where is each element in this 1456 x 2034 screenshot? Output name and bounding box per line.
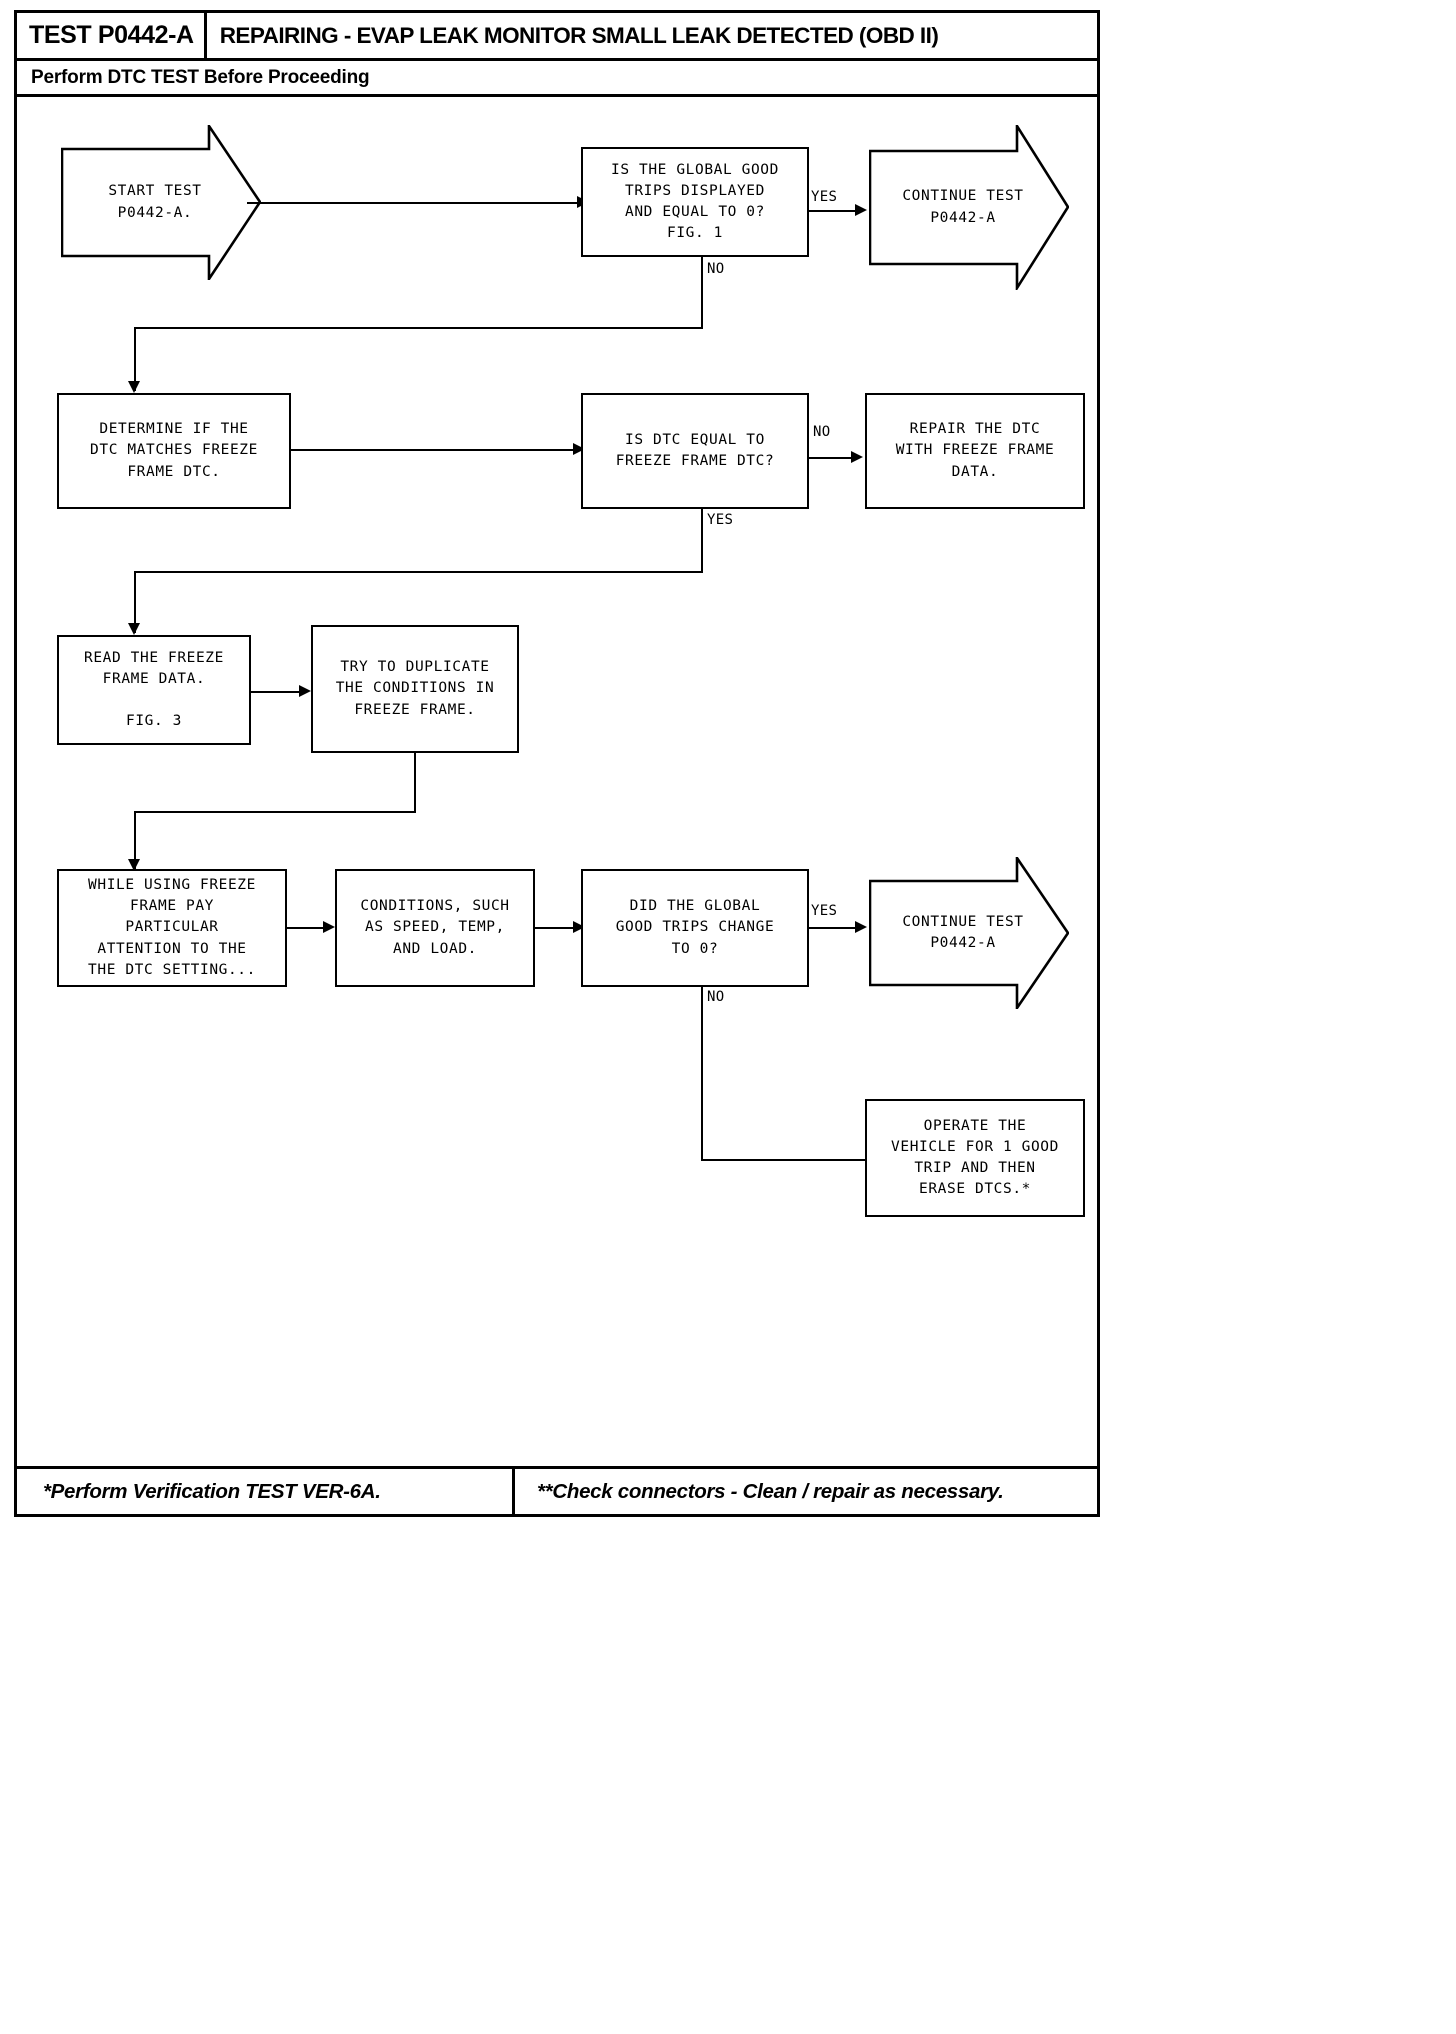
footer-left-cell: *Perform Verification TEST VER-6A. [17, 1469, 515, 1514]
footer-right-cell: **Check connectors - Clean / repair as n… [515, 1469, 1097, 1514]
footer-row: *Perform Verification TEST VER-6A. **Che… [17, 1466, 1097, 1514]
connector-duplicate-left [134, 811, 416, 813]
node-question-global-good-trips-label: IS THE GLOBAL GOOD TRIPS DISPLAYED AND E… [611, 161, 779, 242]
arrowhead-to-continue-1 [855, 204, 867, 216]
node-continue-test-2: CONTINUE TEST P0442-A [869, 857, 1069, 1009]
arrowhead-to-conditions [323, 921, 335, 933]
header-row: TEST P0442-A REPAIRING - EVAP LEAK MONIT… [17, 13, 1097, 61]
node-read-freeze-frame-label: READ THE FREEZE FRAME DATA. FIG. 3 [84, 649, 224, 730]
arrowhead-to-continue-2 [855, 921, 867, 933]
node-continue-test-1: CONTINUE TEST P0442-A [869, 125, 1069, 290]
branch-label-no-3: NO [707, 989, 725, 1005]
node-conditions-label: CONDITIONS, SUCH AS SPEED, TEMP, AND LOA… [360, 898, 510, 957]
connector-start-to-q1 [247, 202, 581, 204]
node-operate-vehicle-label: OPERATE THE VEHICLE FOR 1 GOOD TRIP AND … [891, 1117, 1059, 1198]
node-operate-vehicle: OPERATE THE VEHICLE FOR 1 GOOD TRIP AND … [865, 1099, 1085, 1217]
arrowhead-to-repair [851, 451, 863, 463]
subtitle-label: Perform DTC TEST Before Proceeding [31, 66, 370, 88]
header-title-cell: REPAIRING - EVAP LEAK MONITOR SMALL LEAK… [207, 13, 1097, 58]
connector-q1-no-left [134, 327, 703, 329]
connector-q1-no-to-determine [134, 327, 136, 391]
document-sheet: TEST P0442-A REPAIRING - EVAP LEAK MONIT… [14, 10, 1100, 1517]
branch-label-yes-3: YES [811, 903, 838, 919]
node-continue-test-1-label: CONTINUE TEST P0442-A [902, 188, 1024, 226]
node-try-duplicate: TRY TO DUPLICATE THE CONDITIONS IN FREEZ… [311, 625, 519, 753]
connector-duplicate-down [414, 753, 416, 813]
connector-read-to-duplicate [251, 691, 303, 693]
node-conditions: CONDITIONS, SUCH AS SPEED, TEMP, AND LOA… [335, 869, 535, 987]
branch-label-yes-1: YES [811, 189, 838, 205]
connector-q2-yes-left [134, 571, 703, 573]
flowchart-canvas: START TEST P0442-A. IS THE GLOBAL GOOD T… [17, 97, 1097, 1466]
connector-q2-yes-to-read [134, 571, 136, 633]
node-start-test: START TEST P0442-A. [61, 125, 261, 280]
node-determine-dtc-match: DETERMINE IF THE DTC MATCHES FREEZE FRAM… [57, 393, 291, 509]
footer-right-note: **Check connectors - Clean / repair as n… [537, 1479, 1004, 1503]
node-start-test-label: START TEST P0442-A. [108, 183, 202, 221]
node-determine-dtc-match-label: DETERMINE IF THE DTC MATCHES FREEZE FRAM… [90, 421, 258, 480]
node-question-dtc-equal-label: IS DTC EQUAL TO FREEZE FRAME DTC? [615, 431, 775, 469]
connector-conditions-to-q3 [535, 927, 577, 929]
node-repair-dtc-label: REPAIR THE DTC WITH FREEZE FRAME DATA. [895, 421, 1055, 480]
test-id-box: TEST P0442-A [17, 13, 207, 58]
branch-label-no-1: NO [707, 261, 725, 277]
connector-q3-no-down [701, 987, 703, 1161]
connector-q1-yes [809, 210, 859, 212]
node-question-global-good-trips: IS THE GLOBAL GOOD TRIPS DISPLAYED AND E… [581, 147, 809, 257]
node-continue-test-2-label: CONTINUE TEST P0442-A [902, 913, 1024, 951]
connector-q2-no [809, 457, 855, 459]
test-id-label: TEST P0442-A [29, 21, 194, 49]
connector-duplicate-to-while [134, 811, 136, 869]
arrowhead-to-while-using [128, 859, 140, 871]
node-while-using-freeze-frame: WHILE USING FREEZE FRAME PAY PARTICULAR … [57, 869, 287, 987]
node-read-freeze-frame: READ THE FREEZE FRAME DATA. FIG. 3 [57, 635, 251, 745]
subtitle-row: Perform DTC TEST Before Proceeding [17, 61, 1097, 97]
node-repair-dtc: REPAIR THE DTC WITH FREEZE FRAME DATA. [865, 393, 1085, 509]
node-try-duplicate-label: TRY TO DUPLICATE THE CONDITIONS IN FREEZ… [335, 659, 495, 718]
connector-q2-yes-down [701, 509, 703, 573]
node-while-using-freeze-frame-label: WHILE USING FREEZE FRAME PAY PARTICULAR … [88, 877, 256, 978]
footer-left-note: *Perform Verification TEST VER-6A. [43, 1479, 381, 1503]
connector-q3-no-right [701, 1159, 865, 1161]
connector-determine-to-q2 [291, 449, 577, 451]
connector-while-to-conditions [287, 927, 327, 929]
connector-q3-yes [809, 927, 859, 929]
node-question-dtc-equal: IS DTC EQUAL TO FREEZE FRAME DTC? [581, 393, 809, 509]
arrowhead-to-read [128, 623, 140, 635]
node-question-trips-change: DID THE GLOBAL GOOD TRIPS CHANGE TO 0? [581, 869, 809, 987]
branch-label-yes-2: YES [707, 512, 734, 528]
branch-label-no-2: NO [813, 424, 831, 440]
node-question-trips-change-label: DID THE GLOBAL GOOD TRIPS CHANGE TO 0? [615, 898, 775, 957]
arrowhead-to-duplicate [299, 685, 311, 697]
arrowhead-to-determine [128, 381, 140, 393]
page-title: REPAIRING - EVAP LEAK MONITOR SMALL LEAK… [219, 22, 939, 48]
connector-q1-no-down [701, 257, 703, 329]
